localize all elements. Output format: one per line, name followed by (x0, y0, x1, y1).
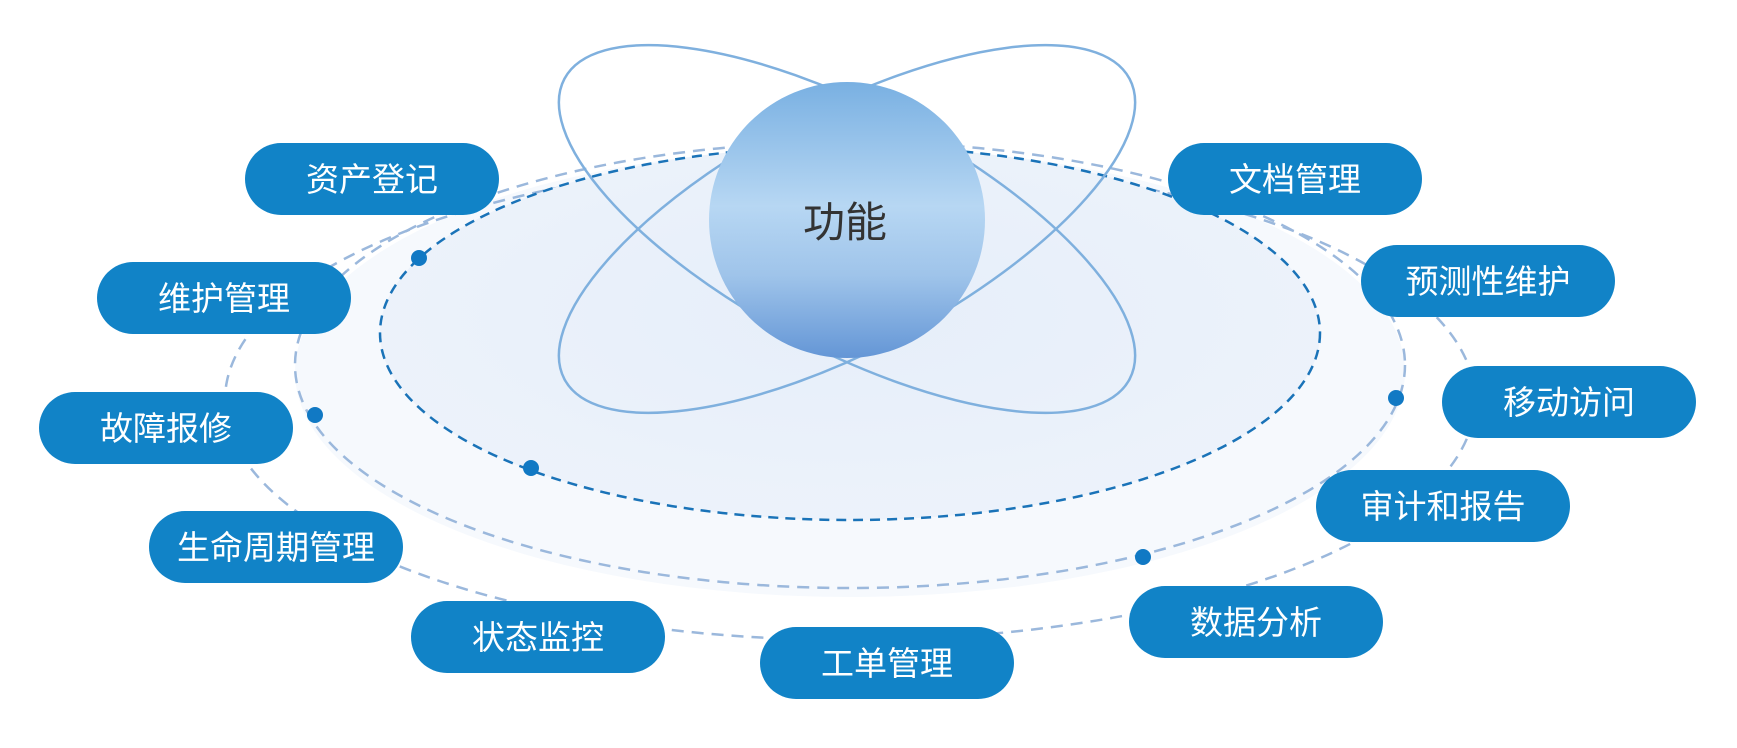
ring-dot (1388, 390, 1404, 406)
ring-dot (411, 250, 427, 266)
feature-pill (39, 392, 293, 464)
feature-pill (1129, 586, 1383, 658)
ring-dot (1135, 549, 1151, 565)
feature-label: 审计和报告 (1361, 487, 1526, 526)
feature-label: 文档管理 (1229, 160, 1361, 199)
center-label: 功能 (803, 198, 887, 247)
feature-label: 生命周期管理 (177, 528, 375, 567)
feature-pill (411, 601, 665, 673)
feature-audit-report: 审计和报告 (1316, 470, 1570, 542)
ring-dot (523, 460, 539, 476)
feature-document-management: 文档管理 (1168, 143, 1422, 215)
feature-maintenance-management: 维护管理 (97, 262, 351, 334)
feature-predictive-maintenance: 预测性维护 (1361, 245, 1615, 317)
feature-pill (1316, 470, 1570, 542)
feature-label: 状态监控 (472, 618, 604, 657)
center-sphere (709, 82, 985, 358)
feature-data-analysis: 数据分析 (1129, 586, 1383, 658)
feature-pill (760, 627, 1014, 699)
feature-mobile-access: 移动访问 (1442, 366, 1696, 438)
feature-pill (1442, 366, 1696, 438)
feature-lifecycle-management: 生命周期管理 (149, 511, 403, 583)
feature-pill (1361, 245, 1615, 317)
feature-label: 预测性维护 (1406, 262, 1571, 301)
feature-pill (1168, 143, 1422, 215)
feature-label: 维护管理 (158, 279, 290, 318)
feature-label: 故障报修 (100, 409, 232, 448)
feature-label: 数据分析 (1190, 603, 1322, 642)
ring-dot (307, 407, 323, 423)
feature-pill (149, 511, 403, 583)
feature-fault-repair: 故障报修 (39, 392, 293, 464)
feature-label: 移动访问 (1503, 383, 1635, 422)
feature-status-monitoring: 状态监控 (411, 601, 665, 673)
feature-pill (245, 143, 499, 215)
feature-label: 资产登记 (306, 160, 438, 199)
feature-pill (97, 262, 351, 334)
middle-dashed-ring (293, 140, 1407, 590)
feature-asset-registration: 资产登记 (245, 143, 499, 215)
feature-label: 工单管理 (821, 644, 953, 683)
feature-work-order-management: 工单管理 (760, 627, 1014, 699)
